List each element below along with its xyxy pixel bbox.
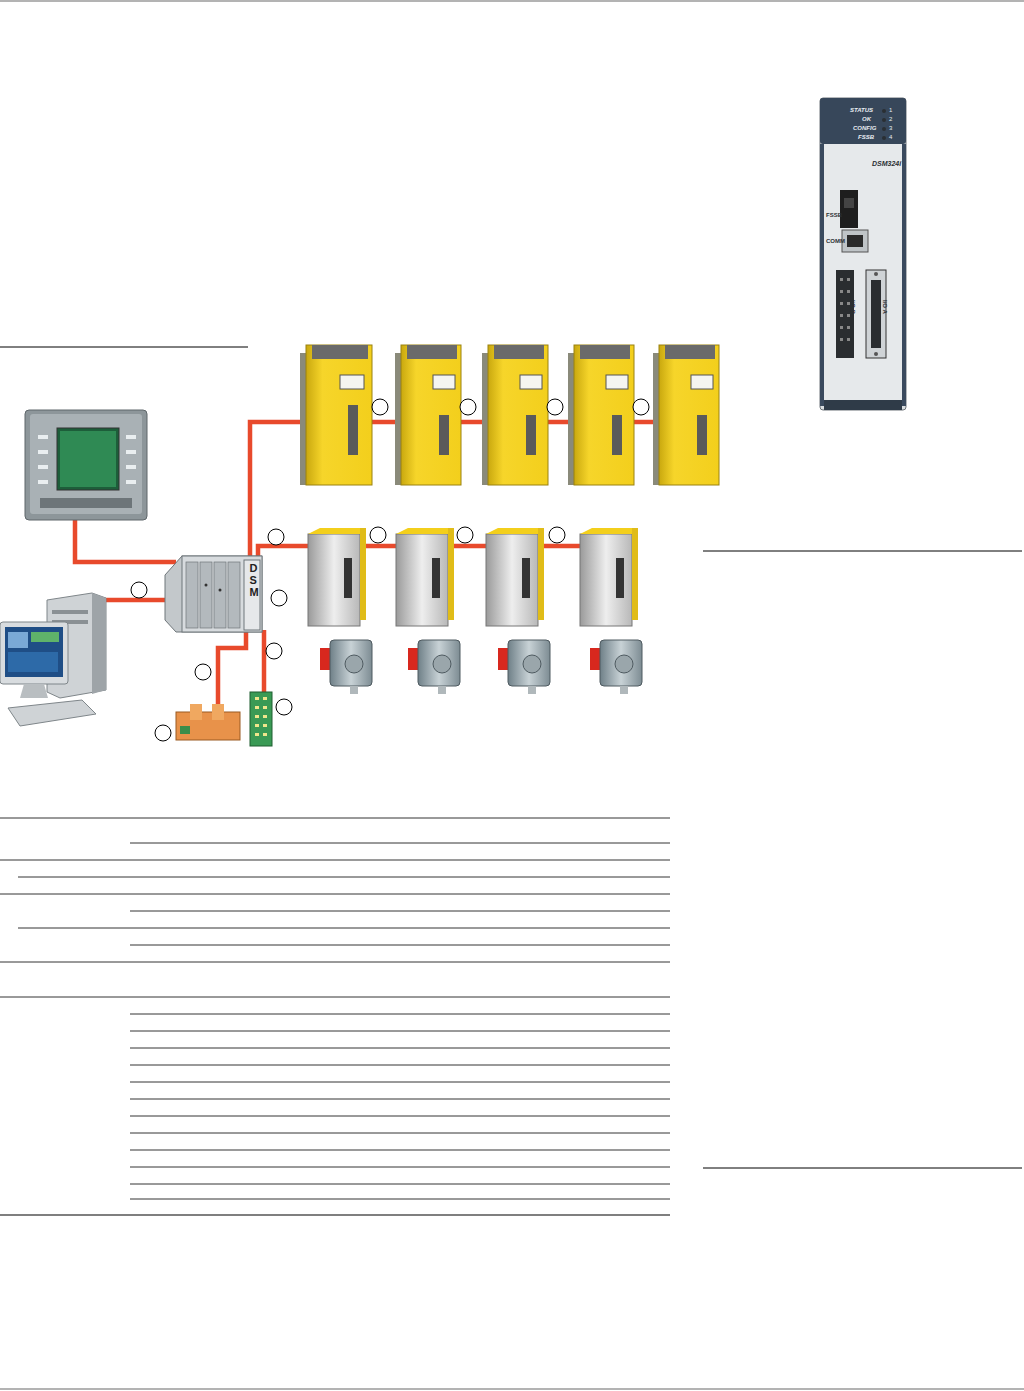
connector-name: I/O B (850, 300, 856, 314)
led-number: 3 (889, 125, 892, 131)
port-name: COMM (826, 238, 845, 244)
model-name: DSM324i (872, 160, 901, 167)
port-name: FSSB (826, 212, 842, 218)
led-name: FSSB (858, 134, 874, 140)
led-name: CONFIG (853, 125, 876, 131)
led-name: STATUS (850, 107, 873, 113)
module-letters: DSM (249, 562, 255, 598)
connector-name: I/O A (882, 300, 888, 314)
led-name: OK (862, 116, 871, 122)
led-number: 1 (889, 107, 892, 113)
led-number: 4 (889, 134, 892, 140)
led-number: 2 (889, 116, 892, 122)
dsm-module-face: DSM (245, 562, 260, 598)
